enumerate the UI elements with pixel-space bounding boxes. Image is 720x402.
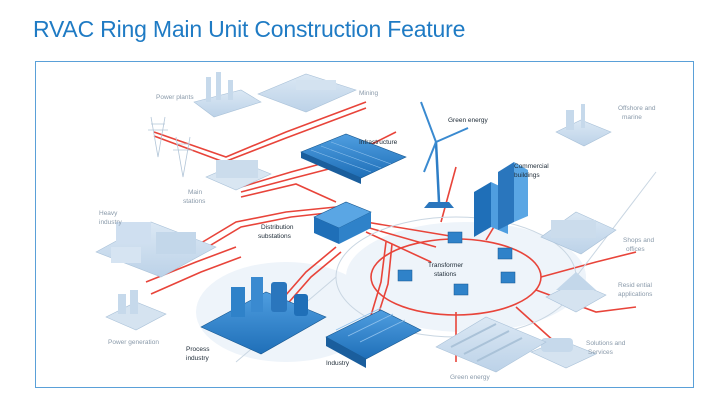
solutions-illustration: [530, 338, 597, 369]
label-main-stations-line1: Main: [188, 189, 202, 196]
distribution-substation-illustration: [313, 201, 372, 244]
transformer-station: [397, 269, 413, 282]
mining-illustration: [257, 73, 357, 113]
label-process-industry-line1: Process: [186, 346, 210, 353]
label-distribution-line2: substations: [258, 233, 292, 240]
power-plant-illustration: [193, 72, 262, 118]
industry-illustration: [325, 307, 422, 368]
label-process-industry-line2: industry: [186, 355, 210, 362]
page-title: RVAC Ring Main Unit Construction Feature: [33, 16, 466, 42]
label-solutions-line2: Services: [588, 349, 614, 356]
label-power-generation: Power generation: [108, 339, 159, 346]
label-shops-line2: offices: [626, 246, 645, 253]
solar-field-illustration: [435, 316, 547, 373]
label-residential-line1: Resid ential: [618, 282, 653, 289]
wind-turbine-illustration: [420, 101, 469, 208]
label-industry: Industry: [326, 360, 350, 367]
label-green-energy-bottom: Green energy: [450, 374, 490, 381]
label-transformer-line1: Transformer: [428, 262, 464, 269]
shops-illustration: [540, 211, 617, 255]
network-diagram: Power plants Mining Green energy Offshor…: [95, 72, 657, 381]
label-power-plants: Power plants: [156, 94, 194, 101]
transformer-station: [497, 247, 513, 260]
label-transformer-line2: stations: [434, 271, 457, 278]
label-residential-line2: applications: [618, 291, 653, 298]
infrastructure-illustration: [300, 133, 407, 184]
label-mining: Mining: [359, 90, 379, 97]
process-industry-illustration: [200, 277, 327, 355]
transformer-station: [447, 231, 463, 244]
label-solutions-line1: Solutions and: [586, 340, 626, 347]
label-heavy-industry-line2: industry: [99, 219, 123, 226]
label-main-stations-line2: stations: [183, 198, 206, 205]
transformer-station-icons: [397, 231, 516, 296]
heavy-industry-illustration: [95, 221, 217, 278]
commercial-buildings-illustration: [474, 162, 528, 237]
label-infrastructure: Infrastructure: [359, 139, 398, 146]
label-heavy-industry-line1: Heavy: [99, 210, 118, 217]
transformer-station: [453, 283, 469, 296]
label-commercial-line2: buildings: [514, 172, 540, 179]
residential-illustration: [545, 272, 607, 313]
label-offshore-line2: marine: [622, 114, 642, 121]
diagram-labels: Power plants Mining Green energy Offshor…: [99, 90, 656, 381]
label-distribution-line1: Distribution: [261, 224, 294, 231]
label-offshore-line1: Offshore and: [618, 105, 656, 112]
diagram-frame: Power plants Mining Green energy Offshor…: [35, 61, 694, 388]
label-green-energy-top: Green energy: [448, 117, 488, 124]
transformer-station: [500, 271, 516, 284]
main-stations-illustration: [205, 160, 272, 191]
offshore-illustration: [555, 104, 612, 147]
pylons-illustration: [148, 116, 193, 178]
power-generation-illustration: [105, 290, 167, 331]
label-shops-line1: Shops and: [623, 237, 654, 244]
label-commercial-line1: Commercial: [514, 163, 549, 170]
